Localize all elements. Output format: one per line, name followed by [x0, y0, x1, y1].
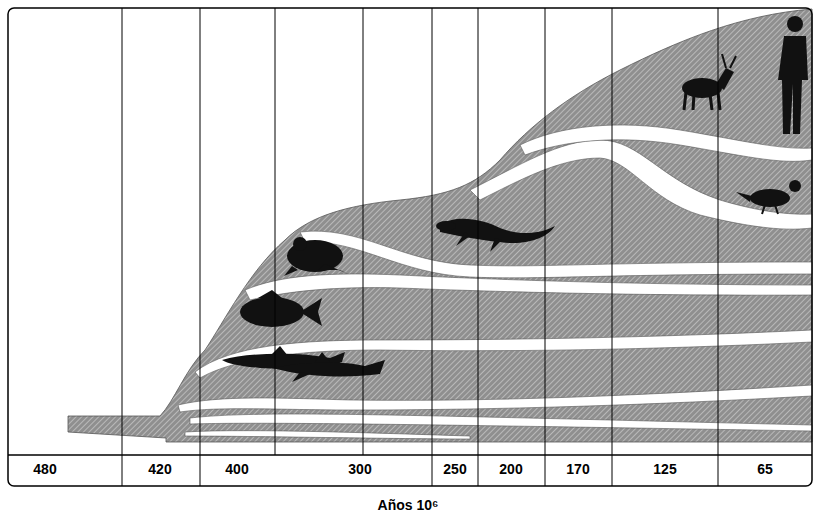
lizard-silhouette: [436, 219, 555, 252]
time-value: 125: [653, 462, 676, 477]
frog-silhouette: [284, 237, 348, 276]
time-value: 420: [148, 462, 171, 477]
goat-silhouette: [682, 54, 736, 110]
time-value: 300: [348, 462, 371, 477]
time-value: 65: [757, 462, 773, 477]
time-grid: [122, 8, 718, 486]
time-value: 480: [33, 462, 56, 477]
time-value: 200: [499, 462, 522, 477]
bird-silhouette: [736, 180, 801, 214]
time-value: 400: [225, 462, 248, 477]
axis-title: Años 10⁶: [378, 498, 439, 513]
human-silhouette: [778, 16, 808, 134]
fish-silhouette: [240, 290, 322, 327]
lineage-envelope: [68, 9, 812, 442]
frame: [8, 8, 812, 486]
axis-rule: [8, 454, 812, 456]
shark-silhouette: [222, 346, 385, 382]
time-value: 170: [566, 462, 589, 477]
lineage-gaps: [178, 125, 812, 439]
time-value: 250: [443, 462, 466, 477]
